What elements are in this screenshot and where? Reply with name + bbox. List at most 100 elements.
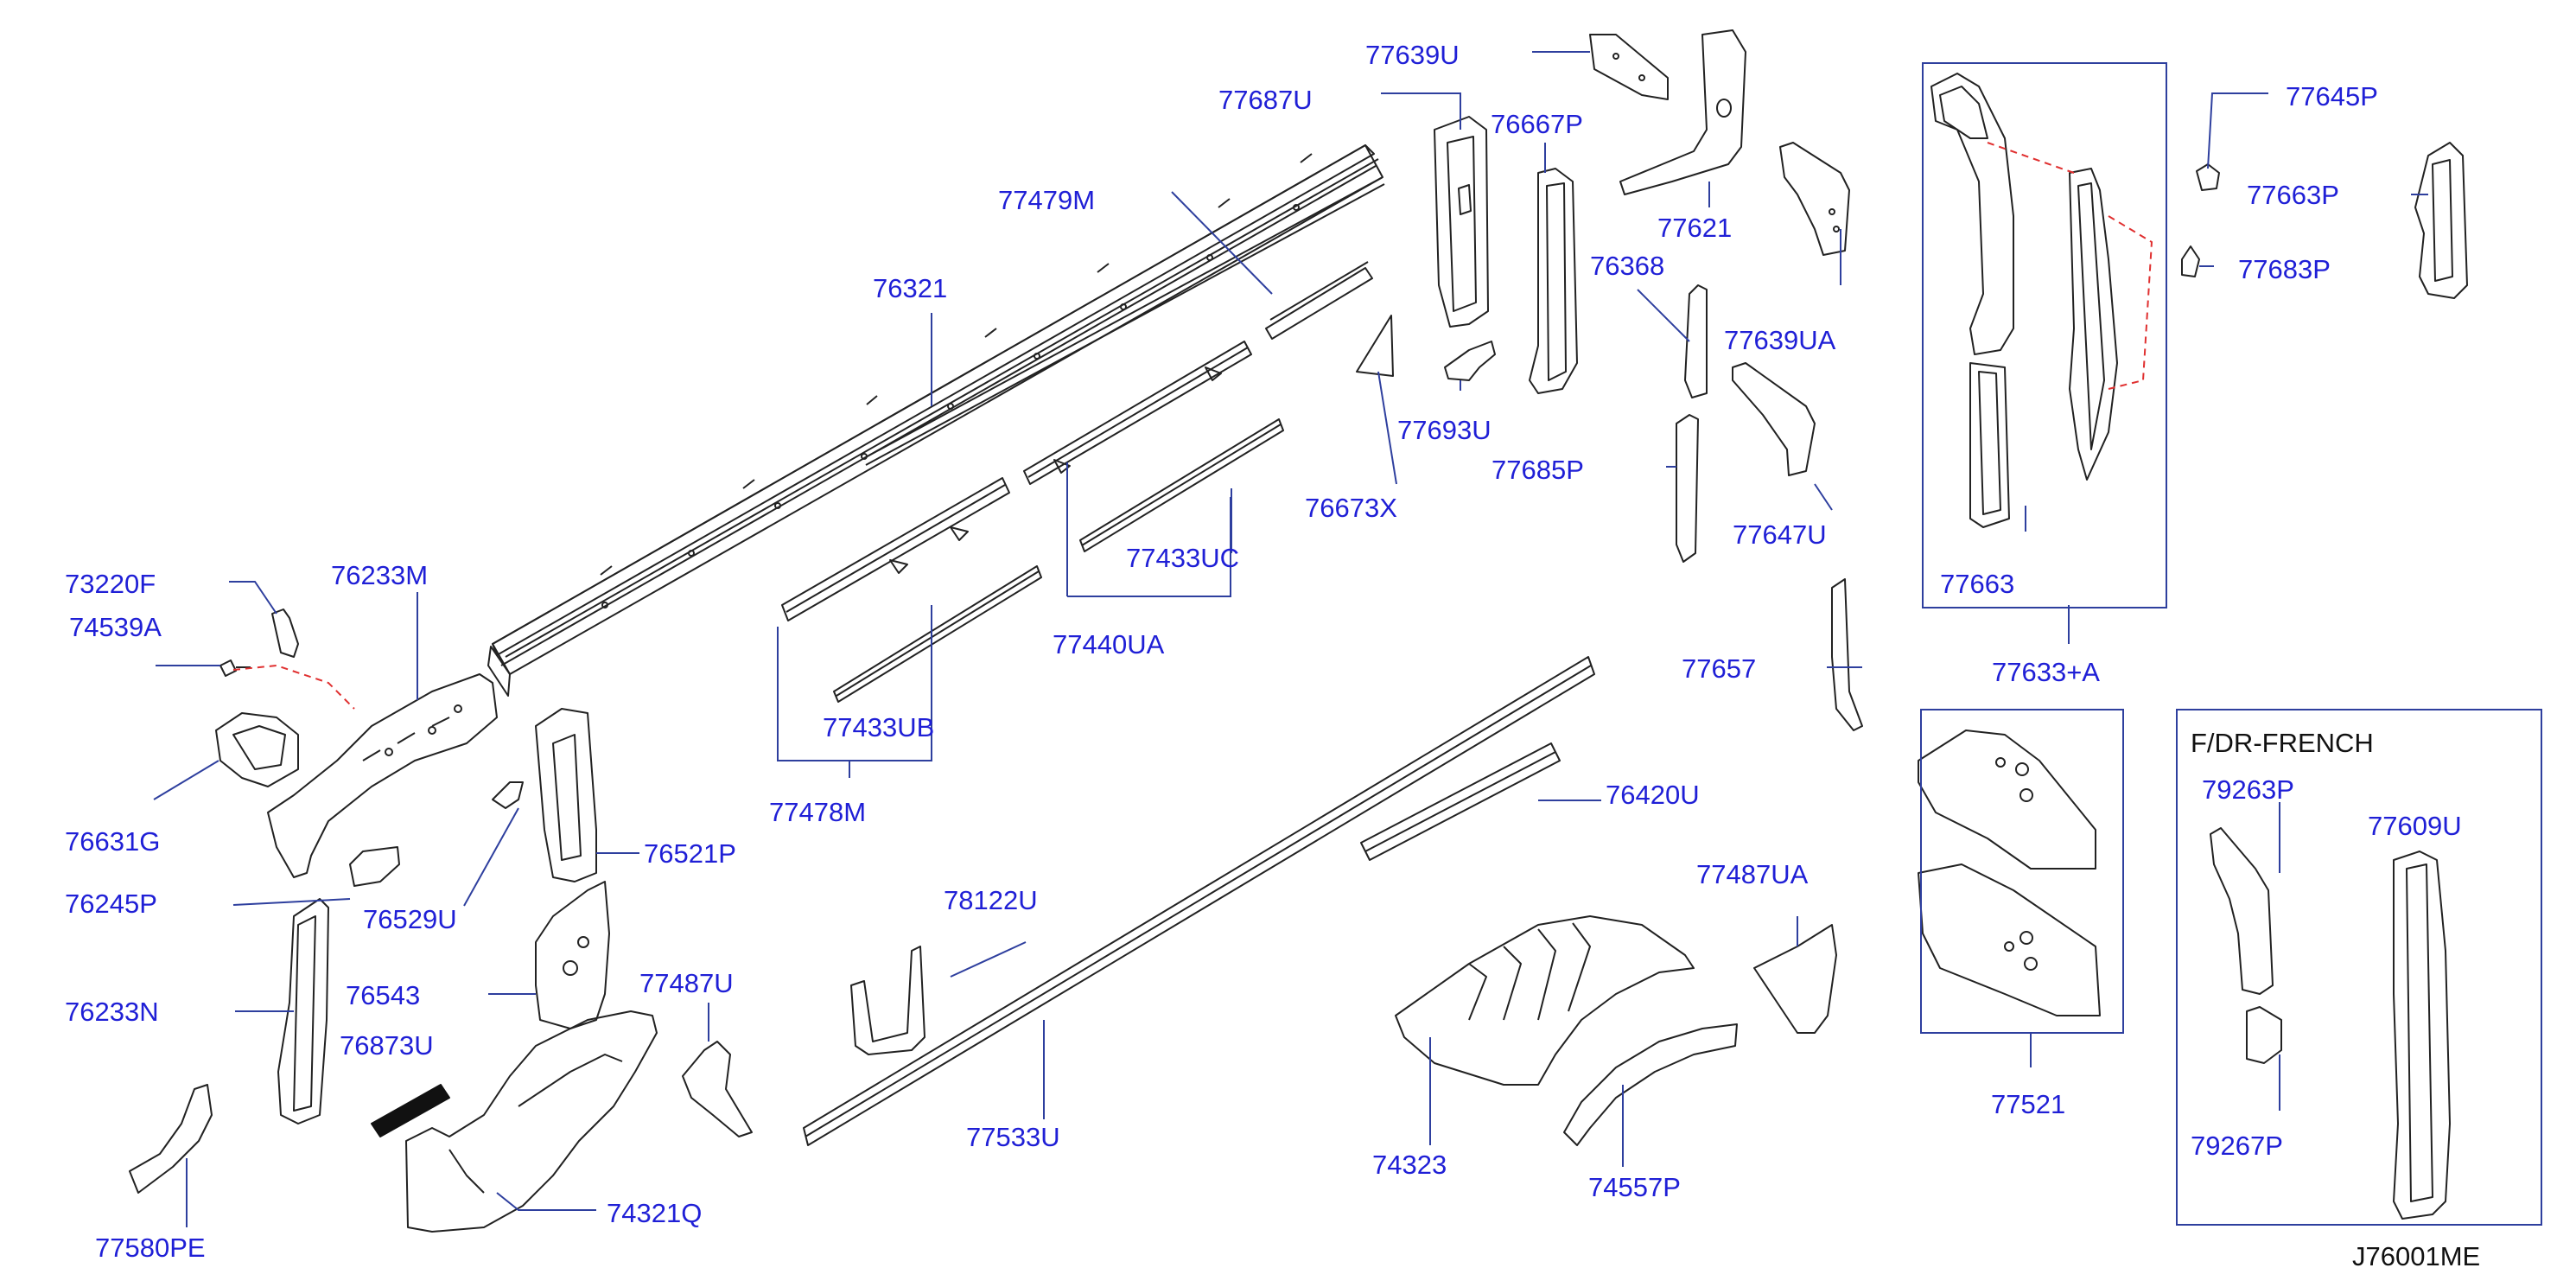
label-74321Q[interactable]: 74321Q <box>607 1198 703 1228</box>
label-77639U[interactable]: 77639U <box>1365 40 1460 70</box>
pillar-clip-part <box>492 781 524 809</box>
label-73220F[interactable]: 73220F <box>65 569 156 599</box>
cowl-bracket-part <box>129 1084 213 1194</box>
side-sill-part <box>803 656 1595 1146</box>
label-77440UA[interactable]: 77440UA <box>1053 629 1165 659</box>
label-77693U[interactable]: 77693U <box>1397 415 1492 445</box>
pillar-reinforcement-part <box>1619 29 1746 195</box>
quarter-pillar-assembly <box>1930 73 2118 528</box>
label-77687U[interactable]: 77687U <box>1218 85 1313 115</box>
pillar-patch-part <box>349 846 400 887</box>
label-76368[interactable]: 76368 <box>1590 251 1665 281</box>
label-76873U[interactable]: 76873U <box>340 1030 434 1061</box>
label-76233N[interactable]: 76233N <box>65 997 159 1027</box>
label-77657[interactable]: 77657 <box>1682 653 1757 684</box>
label-74323[interactable]: 74323 <box>1372 1150 1447 1180</box>
front-pillar-upper-part <box>267 673 498 878</box>
label-76420U[interactable]: 76420U <box>1606 780 1700 810</box>
seal-strip-part <box>781 477 1010 621</box>
label-77479M[interactable]: 77479M <box>998 185 1096 215</box>
french-bracket-part <box>2246 1006 2282 1064</box>
label-77685P[interactable]: 77685P <box>1492 455 1584 485</box>
floor-side-member-part <box>1563 1023 1738 1146</box>
label-77683P[interactable]: 77683P <box>2238 254 2331 284</box>
quarter-extension-part <box>1753 924 1837 1034</box>
label-77647U[interactable]: 77647U <box>1733 519 1827 550</box>
label-77487UA[interactable]: 77487UA <box>1696 859 1809 889</box>
clip-bracket-part <box>2196 163 2220 191</box>
label-77633A[interactable]: 77633+A <box>1992 657 2100 687</box>
clip-small-part <box>2181 245 2200 277</box>
label-76529U[interactable]: 76529U <box>363 904 457 934</box>
drip-molding-part <box>1265 261 1373 340</box>
label-76543[interactable]: 76543 <box>346 980 421 1010</box>
label-77609U[interactable]: 77609U <box>2368 811 2462 841</box>
inset-box-french-door <box>2176 709 2542 1226</box>
label-77663P[interactable]: 77663P <box>2247 180 2339 210</box>
bracket-small-part <box>1444 341 1496 381</box>
diagram-id: J76001ME <box>2352 1241 2481 1271</box>
label-76521P[interactable]: 76521P <box>644 838 736 869</box>
dashed-pillar-guide <box>1987 142 2075 174</box>
bracket-plate-part <box>1589 34 1669 100</box>
label-76631G[interactable]: 76631G <box>65 826 161 857</box>
label-78122U[interactable]: 78122U <box>944 885 1038 915</box>
label-77478M[interactable]: 77478M <box>769 797 867 827</box>
roof-bracket-part <box>271 608 299 658</box>
front-pillar-lower-part <box>277 898 329 1125</box>
sill-reinforcement-part <box>1360 742 1561 861</box>
leader-lines <box>153 51 2428 1227</box>
wheelhouse-extension-part <box>682 1041 753 1137</box>
gusset-part <box>1684 284 1708 398</box>
label-79267P[interactable]: 79267P <box>2191 1131 2283 1161</box>
label-77639UA[interactable]: 77639UA <box>1724 325 1836 355</box>
label-77533U[interactable]: 77533U <box>966 1122 1060 1152</box>
label-76667P[interactable]: 76667P <box>1491 109 1583 139</box>
label-76233M[interactable]: 76233M <box>331 560 429 590</box>
weatherstrip-upper-part <box>1023 341 1252 485</box>
weatherstrip-lower-part <box>833 565 1042 703</box>
label-77580PE[interactable]: 77580PE <box>95 1233 206 1263</box>
dashed-clip-guide <box>2108 215 2153 390</box>
pillar-lower-part <box>1676 414 1699 563</box>
label-77487U[interactable]: 77487U <box>639 968 734 998</box>
stiffener-part <box>1732 362 1816 476</box>
pillar-inner-part <box>1434 116 1489 328</box>
weatherstrip-mid-part <box>1079 418 1284 552</box>
harness-bracket-part <box>850 946 925 1055</box>
label-77621[interactable]: 77621 <box>1657 213 1733 243</box>
label-77521[interactable]: 77521 <box>1991 1089 2066 1119</box>
label-77433UB[interactable]: 77433UB <box>823 712 935 742</box>
french-pillar-upper-part <box>2210 827 2274 995</box>
dashed-bolt-guide <box>232 664 355 710</box>
floor-panel-part <box>1395 915 1695 1086</box>
inset-box-pillar-assembly <box>1922 62 2167 608</box>
label-74539A[interactable]: 74539A <box>69 612 162 642</box>
inset-box-insulator <box>1920 709 2124 1034</box>
front-direction-arrow <box>371 1084 450 1137</box>
triangle-gusset-part <box>1356 315 1394 377</box>
insulator-plate-lower-part <box>1918 863 2101 1016</box>
label-77663[interactable]: 77663 <box>1940 569 2015 599</box>
label-79263P[interactable]: 79263P <box>2202 774 2294 805</box>
label-76321[interactable]: 76321 <box>873 273 948 303</box>
lock-pillar-part <box>535 708 597 882</box>
wheelhouse-outer-part <box>405 1010 658 1233</box>
label-74557P[interactable]: 74557P <box>1588 1172 1681 1202</box>
label-77433UC[interactable]: 77433UC <box>1126 543 1239 573</box>
insulator-plate-upper-part <box>1918 730 2096 870</box>
center-pillar-part <box>1529 168 1578 394</box>
bolt-part <box>219 659 251 677</box>
quarter-inner-part <box>2414 142 2468 299</box>
roof-rail-part <box>487 144 1385 697</box>
label-76245P[interactable]: 76245P <box>65 889 157 919</box>
label-76673X[interactable]: 76673X <box>1305 493 1397 523</box>
label-77645P[interactable]: 77645P <box>2286 81 2378 111</box>
lower-bracket-part <box>1831 578 1863 731</box>
french-center-pillar-part <box>2393 851 2451 1220</box>
hinge-reinforcement-part <box>215 712 299 787</box>
side-panel-extension-part <box>535 881 610 1029</box>
dashed-guide-lines <box>232 142 2153 710</box>
